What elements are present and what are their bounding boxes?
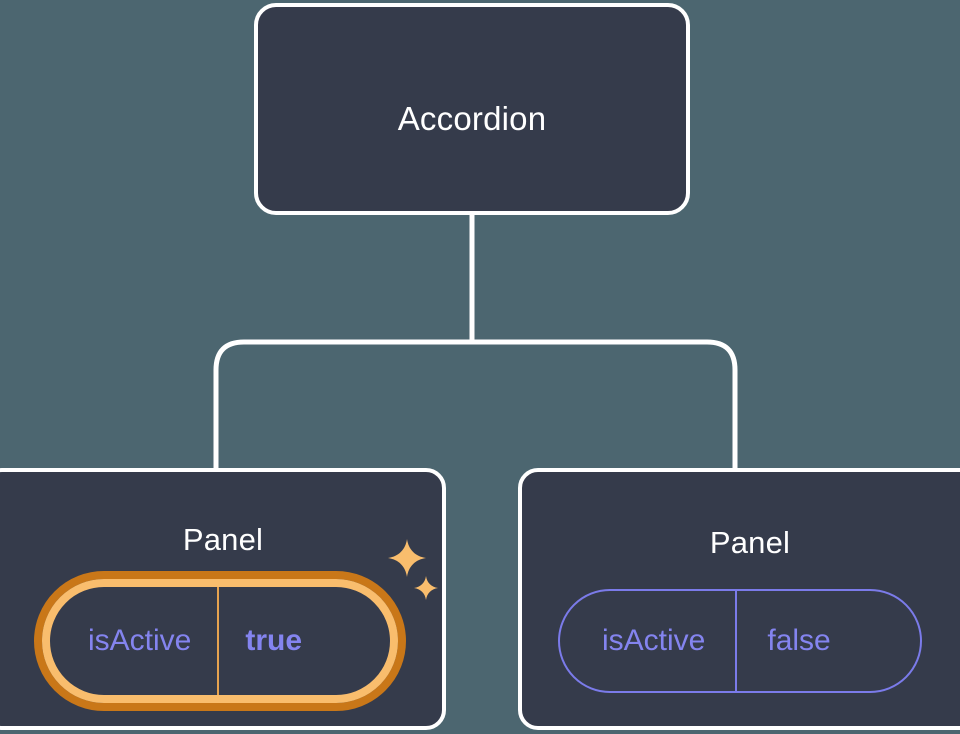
node-panel-0-title: Panel: [182, 522, 264, 557]
prop-pill-inner-ring: isActive true: [42, 579, 398, 703]
prop-value-label: false: [735, 591, 872, 691]
prop-pill-isactive-true[interactable]: isActive true: [34, 571, 406, 711]
node-panel-1-title: Panel: [709, 525, 791, 560]
node-accordion[interactable]: Accordion: [254, 3, 690, 215]
prop-key-label: isActive: [602, 624, 706, 657]
connector-branch-bus: [213, 339, 738, 470]
prop-key-label: isActive: [88, 624, 192, 657]
prop-pill-isactive-false[interactable]: isActive false: [558, 589, 922, 693]
node-accordion-title: Accordion: [397, 100, 547, 137]
prop-value-label: true: [217, 587, 340, 695]
